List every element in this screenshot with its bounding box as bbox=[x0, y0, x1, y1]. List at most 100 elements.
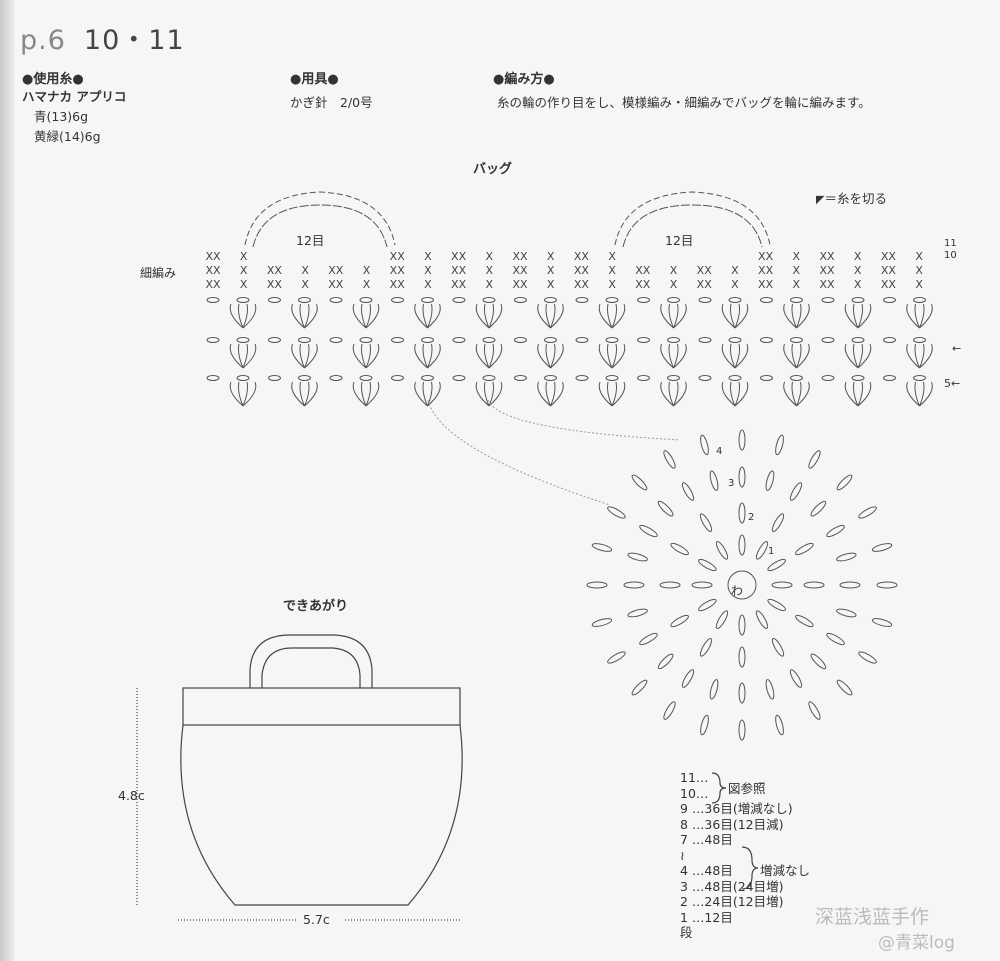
yarn-brand: ハマナカ アプリコ bbox=[22, 89, 127, 104]
round-4-stitch-symbol bbox=[836, 474, 853, 491]
chain-stitch-symbol bbox=[575, 337, 589, 343]
cluster-stitch-symbol bbox=[475, 303, 503, 329]
single-crochet-symbol: X bbox=[547, 278, 555, 291]
round-4-stitch-symbol bbox=[858, 506, 877, 519]
yarn-heading: ●使用糸● bbox=[22, 72, 84, 87]
cluster-stitch-symbol bbox=[721, 303, 749, 329]
chain-stitch-symbol bbox=[236, 297, 250, 303]
single-crochet-symbol: X bbox=[854, 264, 862, 277]
round-3-stitch-symbol bbox=[836, 552, 857, 562]
cluster-stitch-symbol bbox=[475, 381, 503, 407]
single-crochet-symbol: X bbox=[731, 278, 739, 291]
round-4-stitch-symbol bbox=[607, 506, 626, 519]
single-crochet-symbol: XX bbox=[819, 278, 835, 291]
round-4-stitch-symbol bbox=[631, 474, 648, 491]
round-4-stitch-symbol bbox=[663, 701, 676, 720]
single-crochet-symbol: X bbox=[424, 264, 432, 277]
cluster-stitch-symbol bbox=[291, 381, 318, 407]
cluster-stitch-symbol bbox=[352, 303, 380, 329]
single-crochet-symbol: XX bbox=[819, 250, 835, 263]
single-crochet-symbol: XX bbox=[881, 250, 897, 263]
single-crochet-symbol: XX bbox=[635, 278, 651, 291]
round-1-stitch-symbol bbox=[738, 614, 746, 636]
round-3-stitch-symbol bbox=[709, 679, 719, 700]
chain-stitch-symbol bbox=[760, 337, 773, 343]
chain-stitch-symbol bbox=[236, 375, 250, 381]
round-3-stitch-symbol bbox=[765, 679, 775, 700]
single-crochet-symbol: XX bbox=[697, 278, 713, 291]
round-4-stitch-symbol bbox=[775, 434, 784, 456]
single-crochet-symbol: X bbox=[424, 278, 432, 291]
chain-stitch-symbol bbox=[514, 337, 527, 343]
chain-stitch-symbol bbox=[482, 375, 496, 381]
finished-handle bbox=[249, 634, 373, 688]
single-crochet-symbol: XX bbox=[512, 250, 528, 263]
chain-stitch-symbol bbox=[821, 375, 835, 381]
row-11: 11… bbox=[680, 770, 709, 785]
chain-stitch-symbol bbox=[667, 337, 680, 343]
cluster-stitch-symbol bbox=[783, 381, 810, 407]
round-4-stitch-symbol bbox=[631, 679, 648, 696]
round-2-stitch-symbol bbox=[738, 502, 746, 524]
single-crochet-symbol: X bbox=[915, 278, 923, 291]
cluster-stitch-symbol bbox=[537, 343, 564, 369]
round-2-stitch-symbol bbox=[771, 513, 785, 532]
round-4-stitch-symbol bbox=[876, 581, 898, 589]
cluster-stitch-symbol bbox=[844, 381, 872, 407]
finished-title: できあがり bbox=[283, 599, 349, 614]
single-crochet-symbol: XX bbox=[512, 264, 528, 277]
chain-stitch-symbol bbox=[268, 375, 281, 381]
single-crochet-symbol: XX bbox=[635, 264, 651, 277]
chain-stitch-symbol bbox=[760, 375, 773, 381]
brace-1-label: 図参照 bbox=[728, 781, 766, 796]
cluster-stitch-symbol bbox=[537, 381, 564, 407]
round-1-stitch-symbol bbox=[755, 541, 769, 560]
chain-stitch-symbol bbox=[391, 375, 404, 381]
row-10-label: 10 bbox=[944, 250, 957, 261]
chain-stitch-symbol bbox=[605, 297, 619, 303]
round-4-stitch-symbol bbox=[738, 719, 746, 741]
round-4-stitch-symbol bbox=[591, 618, 613, 627]
cluster-stitch-symbol bbox=[291, 303, 318, 329]
cluster-stitch-symbol bbox=[291, 343, 318, 369]
round-3-stitch-symbol bbox=[810, 653, 827, 670]
cluster-stitch-symbol bbox=[844, 303, 872, 329]
row-3: 3 …48目(24目増) bbox=[680, 878, 784, 894]
round-4-stitch-symbol bbox=[607, 651, 626, 664]
single-crochet-symbol: X bbox=[915, 250, 923, 263]
handle-chain-row bbox=[252, 204, 388, 248]
chain-stitch-symbol bbox=[790, 337, 803, 343]
row-5-label: 5← bbox=[944, 377, 961, 390]
chain-stitch-symbol bbox=[575, 375, 589, 381]
round-2-stitch-symbol bbox=[771, 638, 785, 657]
page-gutter bbox=[0, 0, 14, 961]
round-2-stitch-symbol bbox=[699, 638, 713, 657]
round-4-stitch-symbol bbox=[738, 429, 746, 451]
round-3-stitch-symbol bbox=[789, 482, 803, 501]
chain-stitch-symbol bbox=[637, 337, 650, 343]
round-4-stitch-symbol bbox=[871, 543, 893, 552]
chain-stitch-symbol bbox=[421, 297, 434, 303]
watermark-line-2: @青菜log bbox=[878, 933, 955, 953]
round-4-stitch-symbol bbox=[700, 714, 709, 736]
chain-stitch-symbol bbox=[544, 337, 557, 343]
round-2-stitch-symbol bbox=[670, 542, 689, 556]
handle-label-left: 12目 bbox=[296, 233, 325, 248]
round-1-stitch-symbol bbox=[698, 558, 717, 572]
cluster-stitch-symbol bbox=[475, 343, 503, 369]
chain-stitch-symbol bbox=[514, 375, 527, 381]
pattern-numbers: 10・11 bbox=[83, 25, 185, 56]
single-crochet-symbol: XX bbox=[328, 264, 344, 277]
chain-stitch-symbol bbox=[452, 337, 466, 343]
chain-stitch-symbol bbox=[698, 375, 712, 381]
round-3-stitch-symbol bbox=[765, 470, 775, 491]
chain-stitch-symbol bbox=[329, 297, 343, 303]
chain-stitch-symbol bbox=[268, 337, 281, 343]
round-2-stitch-symbol bbox=[699, 513, 713, 532]
chain-stitch-symbol bbox=[544, 297, 557, 303]
bag-chart-title: バッグ bbox=[473, 162, 513, 177]
brace-1 bbox=[711, 772, 727, 804]
cluster-stitch-symbol bbox=[660, 343, 687, 369]
